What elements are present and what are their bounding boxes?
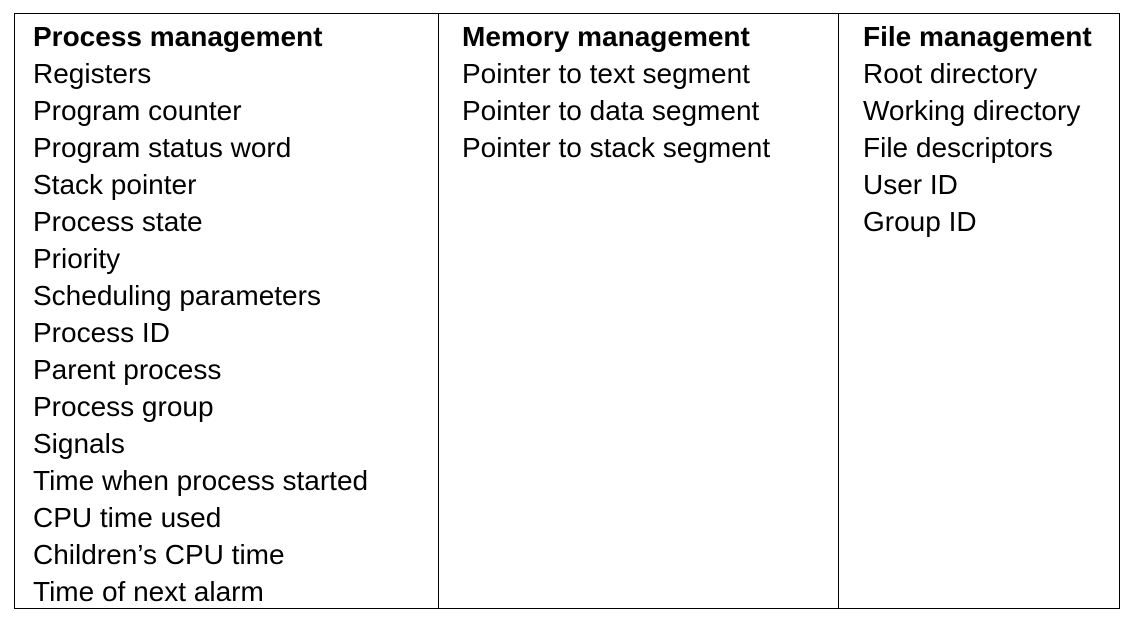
- list-item: Pointer to data segment: [462, 95, 760, 126]
- list-item: Group ID: [863, 206, 977, 237]
- list-item: CPU time used: [33, 502, 222, 533]
- list-item: Signals: [33, 428, 125, 459]
- column-header-memory-management: Memory management: [462, 21, 750, 52]
- process-management-column: Process management Registers Program cou…: [15, 14, 438, 608]
- list-item: Working directory: [863, 95, 1081, 126]
- list-item: User ID: [863, 169, 958, 200]
- list-item: Scheduling parameters: [33, 280, 321, 311]
- process-management-list: Registers Program counter Program status…: [33, 55, 438, 608]
- list-item: Children’s CPU time: [33, 539, 285, 570]
- list-item: Process group: [33, 391, 214, 422]
- list-item: Parent process: [33, 354, 222, 385]
- list-item: Stack pointer: [33, 169, 197, 200]
- list-item: Registers: [33, 58, 152, 89]
- list-item: Time of next alarm: [33, 576, 264, 607]
- list-item: Priority: [33, 243, 121, 274]
- list-item: File descriptors: [863, 132, 1053, 163]
- list-item: Program status word: [33, 132, 292, 163]
- memory-management-list: Pointer to text segment Pointer to data …: [462, 55, 838, 166]
- list-item: Pointer to stack segment: [462, 132, 771, 163]
- process-table: Process management Registers Program cou…: [14, 13, 1120, 609]
- list-item: Pointer to text segment: [462, 58, 750, 89]
- list-item: Program counter: [33, 95, 242, 126]
- list-item: Process ID: [33, 317, 170, 348]
- file-management-column: File management Root directory Working d…: [838, 14, 1119, 608]
- column-header-process-management: Process management: [33, 21, 323, 52]
- list-item: Time when process started: [33, 465, 369, 496]
- memory-management-column: Memory management Pointer to text segmen…: [438, 14, 838, 608]
- list-item: Process state: [33, 206, 203, 237]
- list-item: Root directory: [863, 58, 1038, 89]
- file-management-list: Root directory Working directory File de…: [863, 55, 1119, 240]
- column-header-file-management: File management: [863, 21, 1092, 52]
